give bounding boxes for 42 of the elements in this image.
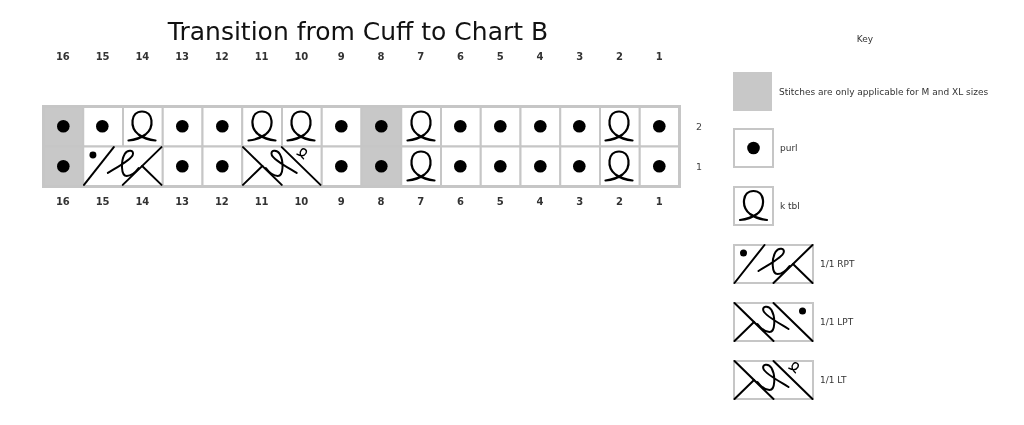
column-number: 11	[254, 51, 269, 63]
legend-label: 1/1 RPT	[820, 258, 855, 270]
row-number: 2	[696, 121, 702, 133]
column-number: 14	[135, 51, 150, 63]
legend-label: Stitches are only applicable for M and XL sizes	[779, 86, 989, 98]
column-number: 13	[175, 196, 190, 208]
column-number: 7	[417, 51, 425, 63]
column-number: 3	[576, 51, 584, 63]
column-number: 16	[55, 51, 70, 63]
column-number: 1	[655, 51, 663, 63]
column-number: 16	[55, 196, 70, 208]
column-number: 2	[615, 196, 623, 208]
column-number: 4	[536, 196, 544, 208]
column-number: 3	[576, 196, 584, 208]
column-number: 11	[254, 196, 269, 208]
column-number: 6	[456, 196, 464, 208]
column-number: 5	[496, 51, 504, 63]
column-number: 10	[294, 196, 309, 208]
column-number: 8	[377, 196, 385, 208]
column-number: 2	[615, 51, 623, 63]
column-number: 14	[135, 196, 150, 208]
column-number: 12	[214, 51, 229, 63]
column-number: 10	[294, 51, 309, 63]
column-number: 6	[456, 51, 464, 63]
chart-title: Transition from Cuff to Chart B	[167, 17, 549, 47]
column-number: 5	[496, 196, 504, 208]
column-number: 8	[377, 51, 385, 63]
column-number: 1	[655, 196, 663, 208]
legend-label: purl	[780, 142, 798, 154]
column-number: 9	[337, 51, 345, 63]
column-number: 15	[95, 51, 110, 63]
column-number: 13	[175, 51, 190, 63]
legend-label: k tbl	[780, 200, 800, 212]
column-number: 9	[337, 196, 345, 208]
legend-label: 1/1 LPT	[820, 316, 854, 328]
legend-label: 1/1 LT	[820, 374, 847, 386]
key-heading: Key	[856, 33, 874, 45]
column-number: 15	[95, 196, 110, 208]
column-number: 12	[214, 196, 229, 208]
column-number: 7	[417, 196, 425, 208]
row-number: 1	[696, 161, 702, 173]
column-number: 4	[536, 51, 544, 63]
